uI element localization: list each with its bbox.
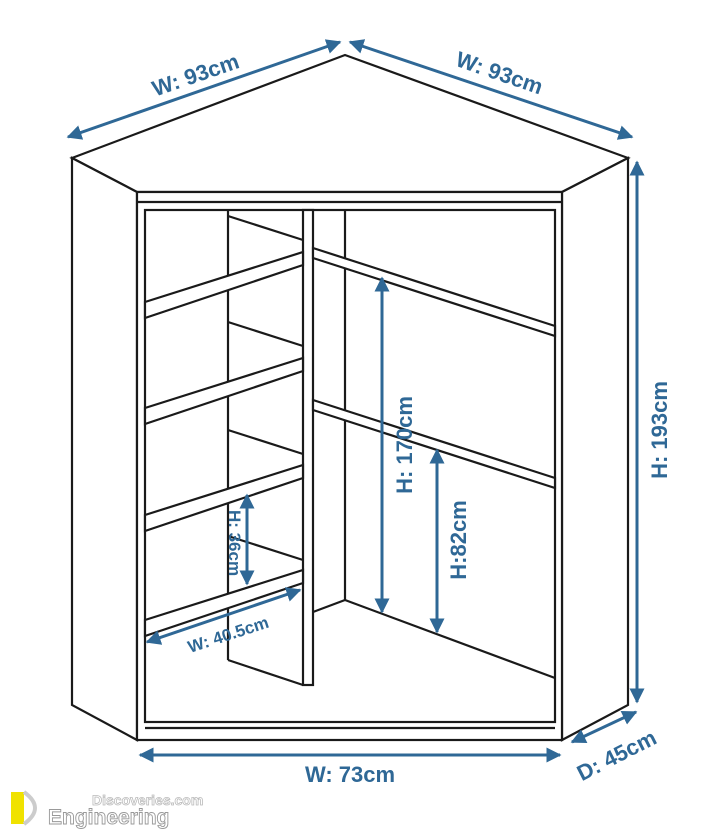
dimension-arrows	[66, 39, 645, 763]
label-hanging-long: H: 170cm	[392, 396, 417, 494]
label-front-width: W: 73cm	[305, 762, 395, 787]
watermark-line2: Engineering	[48, 806, 169, 829]
hanging-rod-lower	[311, 398, 557, 490]
label-total-height: H: 193cm	[647, 381, 672, 479]
vertical-divider	[301, 208, 315, 687]
arrow-shelf-width	[145, 587, 302, 645]
hanging-rod-upper	[311, 246, 557, 338]
label-hanging-short: H:82cm	[446, 500, 471, 579]
label-shelf-height: H: 36cm	[225, 510, 244, 576]
floor-line-left	[227, 658, 304, 687]
floor-line-mid	[312, 598, 346, 614]
shelf	[143, 250, 305, 320]
arrow-depth	[570, 710, 638, 744]
logo	[11, 790, 37, 826]
shelf	[143, 463, 305, 533]
watermark-line1: Discoveries.com	[92, 792, 203, 808]
watermark: Discoveries.com Engineering	[11, 790, 204, 829]
right-side-panel	[560, 156, 630, 742]
arrow-top-left-width	[66, 39, 342, 140]
arrow-top-right-width	[348, 39, 634, 140]
left-side-panel	[70, 156, 139, 742]
wardrobe-drawing	[69, 53, 631, 742]
shelf	[143, 356, 305, 426]
